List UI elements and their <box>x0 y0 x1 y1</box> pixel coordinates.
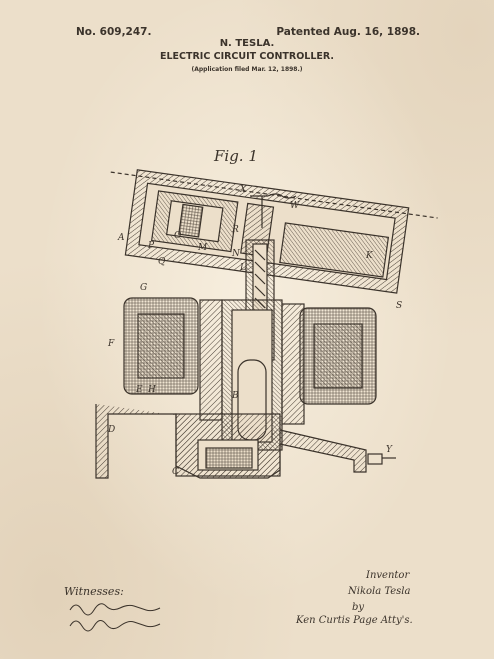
svg-text:C: C <box>172 467 179 477</box>
patent-number: No. 609,247. <box>76 26 152 38</box>
inventor-label: Inventor <box>366 570 410 581</box>
application-date: (Application filed Mar. 12, 1898.) <box>191 66 303 73</box>
patent-date: Patented Aug. 16, 1898. <box>276 26 420 38</box>
svg-text:S: S <box>396 301 402 311</box>
svg-text:W: W <box>290 201 300 211</box>
witnesses-label: Witnesses: <box>64 585 124 598</box>
svg-text:R: R <box>231 225 239 235</box>
svg-text:N: N <box>231 249 241 259</box>
terminal-x <box>250 193 297 228</box>
svg-text:G: G <box>140 283 147 293</box>
attorney-signature: Ken Curtis Page Atty's. <box>296 615 413 626</box>
svg-text:O: O <box>174 231 182 241</box>
svg-text:E: E <box>135 385 143 395</box>
part-labels: X W A O R N M P Q L K G S F E H B D C Y <box>107 185 402 477</box>
svg-text:H: H <box>147 385 156 395</box>
svg-text:A: A <box>117 233 125 243</box>
svg-text:P: P <box>147 241 155 251</box>
svg-text:B: B <box>231 391 239 401</box>
svg-text:M: M <box>197 243 208 253</box>
witness-signatures <box>69 603 161 632</box>
svg-text:Q: Q <box>158 257 166 267</box>
svg-text:K: K <box>365 251 374 261</box>
by-label: by <box>352 602 365 613</box>
figure-label: Fig. 1 <box>214 147 258 165</box>
svg-text:L: L <box>239 263 246 273</box>
svg-text:F: F <box>107 339 115 349</box>
inventor-signature: Nikola Tesla <box>348 586 411 597</box>
svg-text:D: D <box>107 425 115 435</box>
patent-title: ELECTRIC CIRCUIT CONTROLLER. <box>159 51 334 62</box>
base-casing <box>95 404 367 479</box>
svg-text:X: X <box>239 185 247 195</box>
svg-text:Y: Y <box>386 445 393 455</box>
field-coil-right <box>281 303 377 425</box>
inventor-name: N. TESLA. <box>219 38 275 49</box>
field-coil-left <box>123 297 223 421</box>
terminal-y <box>367 453 396 465</box>
